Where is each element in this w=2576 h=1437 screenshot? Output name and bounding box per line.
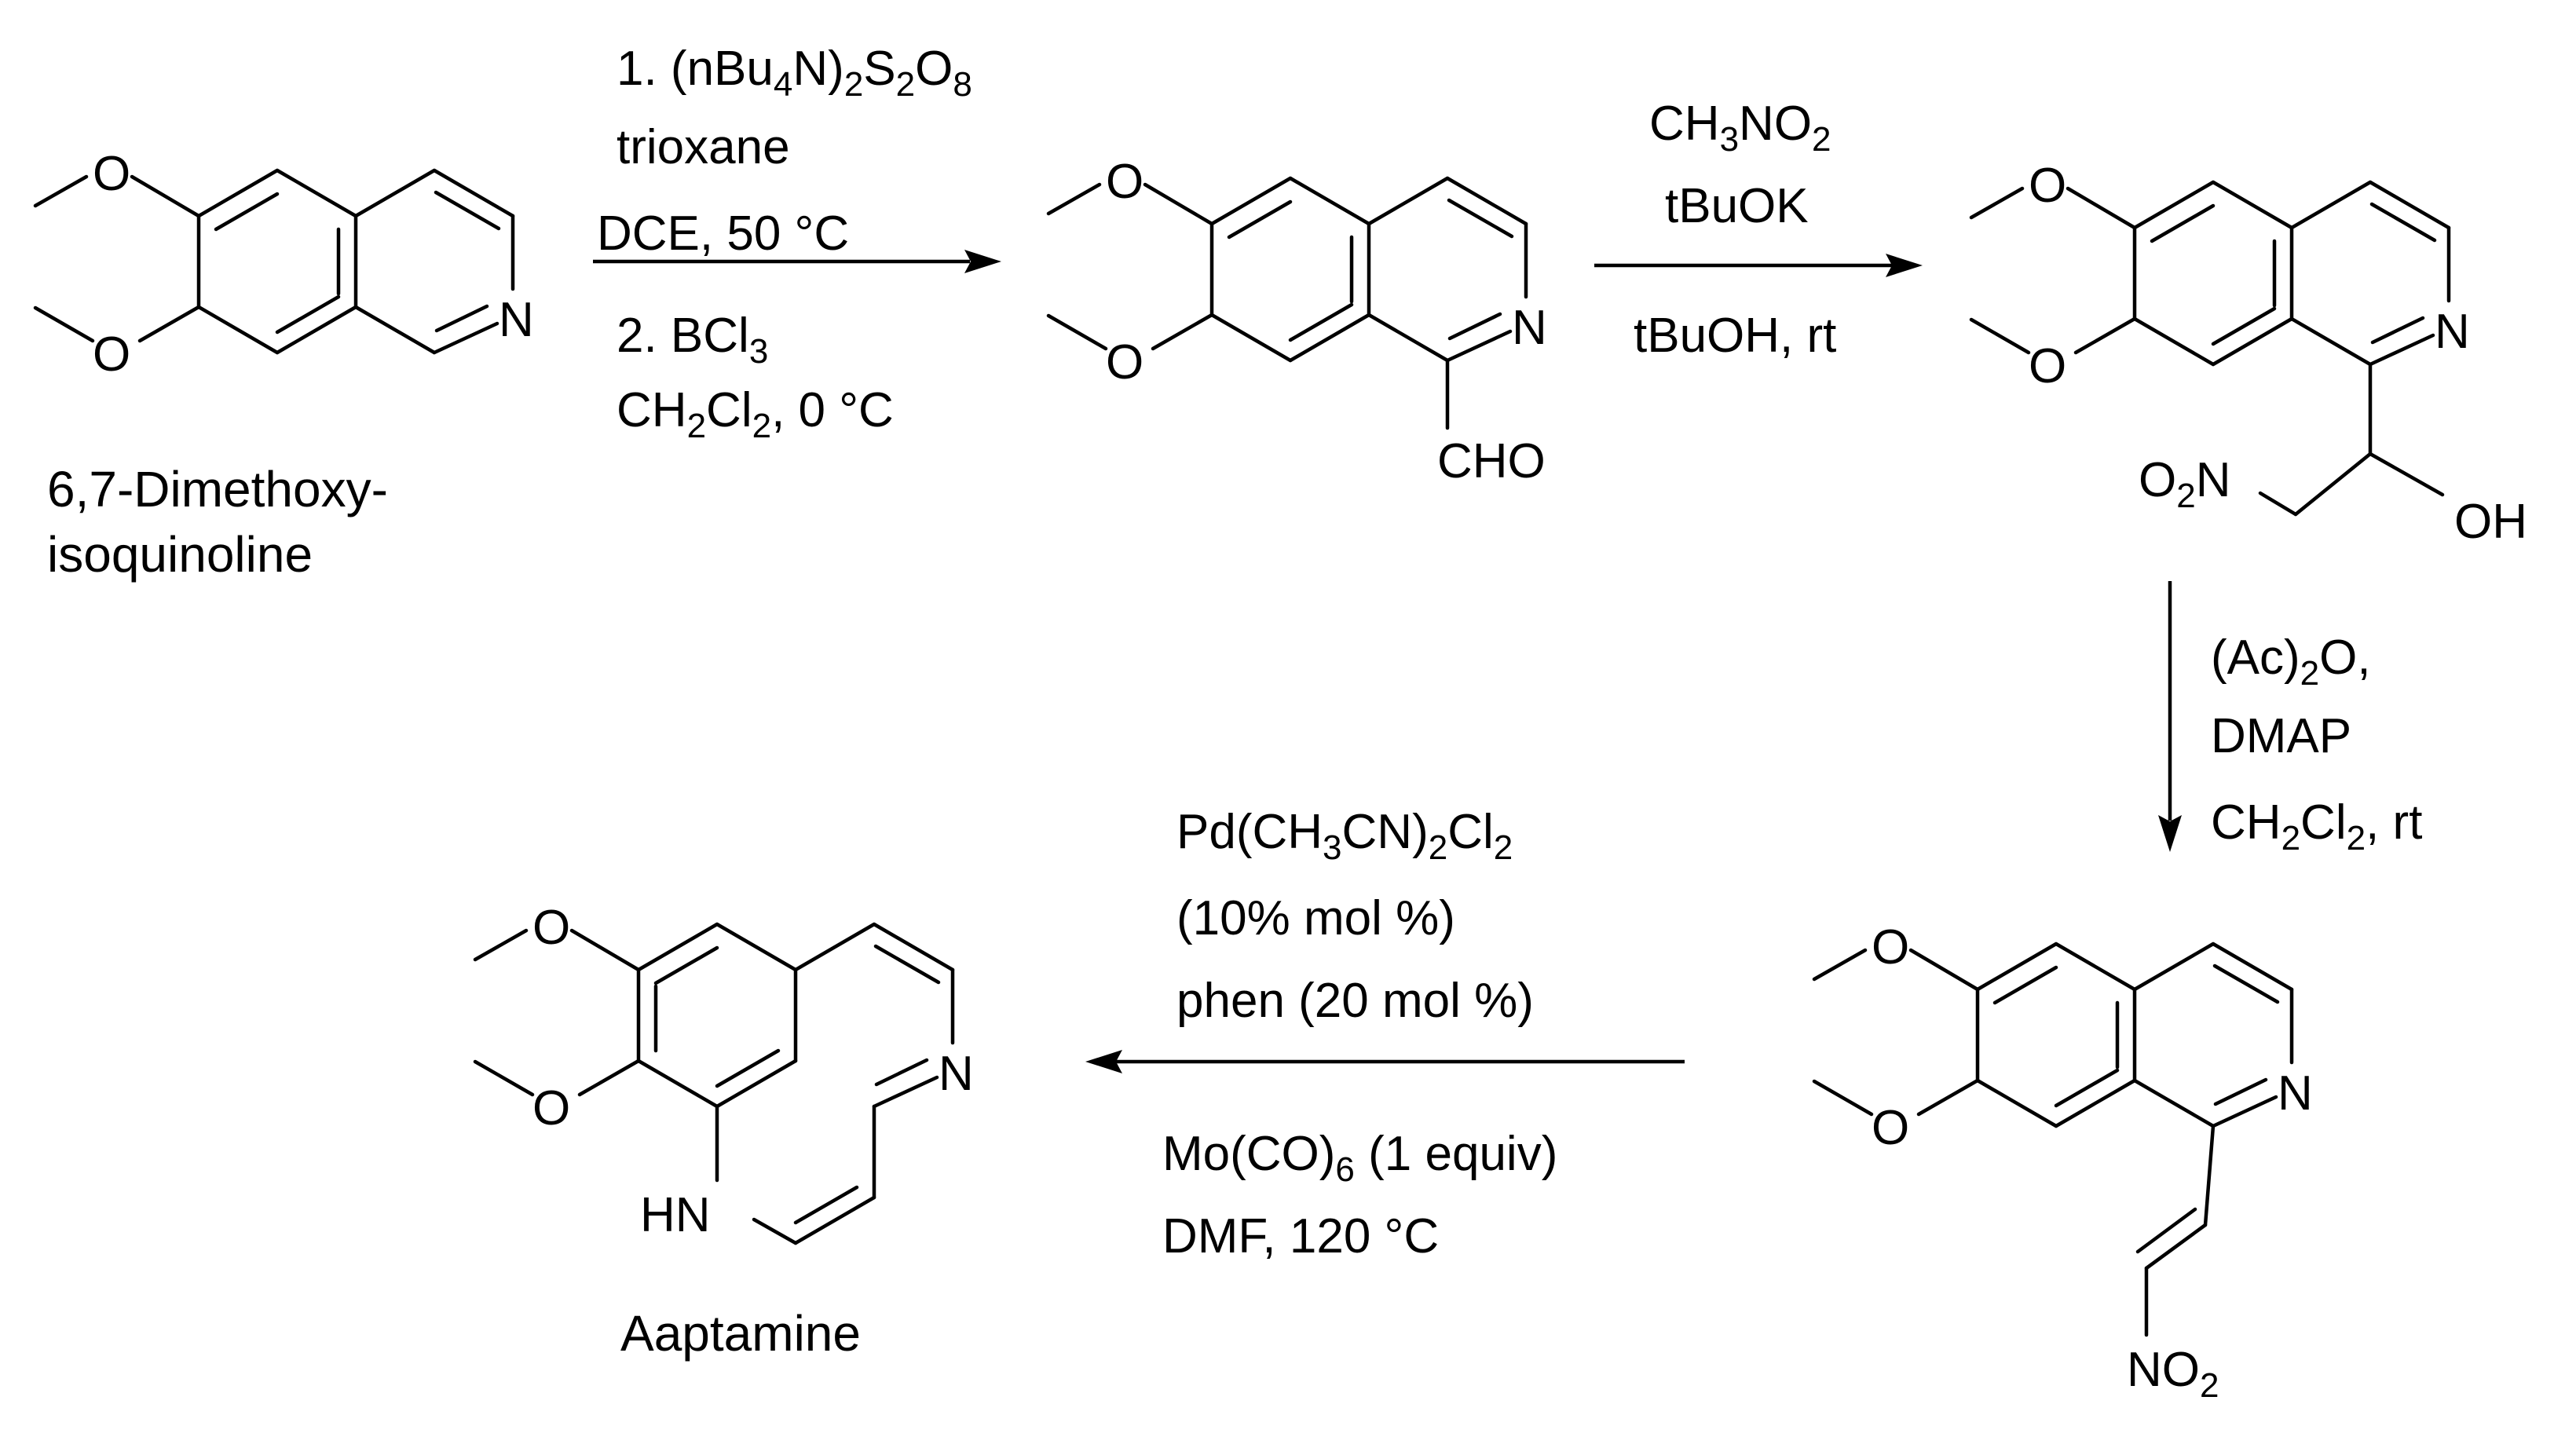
compound-nitrovinyl: O O N NO2 (1812, 920, 2313, 1405)
reagent-line: tBuOK (1665, 179, 1809, 233)
oxygen-label: O (93, 327, 130, 382)
reagent-line: (10% mol %) (1176, 891, 1455, 945)
oxygen-label: O (532, 1081, 570, 1135)
nitrogen-label: N (2435, 305, 2470, 359)
reagent-line: (Ac)2O, (2211, 631, 2371, 693)
reagent-line: 1. (nBu4N)2S2O8 (617, 42, 972, 104)
aldehyde-label: CHO (1437, 434, 1546, 488)
reagent-line: tBuOH, rt (1634, 309, 1836, 363)
oxygen-label: O (2029, 339, 2066, 393)
compound-nitroalcohol: O O N O2N OH (1969, 159, 2527, 549)
hydroxyl-label: OH (2454, 495, 2527, 549)
reagent-line: Mo(CO)6 (1 equiv) (1162, 1127, 1557, 1189)
compound-name: Aaptamine (620, 1305, 861, 1362)
reaction-arrow-4 (1085, 1050, 1685, 1073)
step4-conditions: Pd(CH3CN)2Cl2 (10% mol %) phen (20 mol %… (1162, 805, 1557, 1263)
oxygen-label: O (1106, 155, 1143, 209)
reagent-line: phen (20 mol %) (1176, 974, 1534, 1028)
oxygen-label: O (532, 901, 570, 955)
reaction-arrow-1 (593, 250, 1001, 273)
compound-name: 6,7-Dimethoxy- (47, 461, 388, 517)
reaction-arrow-2 (1594, 254, 1923, 277)
compound-aaptamine: O O N HN (473, 901, 974, 1245)
compound-name: isoquinoline (47, 526, 313, 583)
nitro-group-label: NO2 (2127, 1343, 2219, 1405)
step1-conditions: 1. (nBu4N)2S2O8 trioxane DCE, 50 °C 2. B… (597, 42, 972, 445)
step2-conditions: CH3NO2 tBuOK tBuOH, rt (1634, 97, 1836, 363)
nitro-group-label: O2N (2139, 453, 2231, 515)
reagent-line: CH2Cl2, 0 °C (617, 383, 894, 445)
compound-aldehyde: O O N CHO (1046, 155, 1547, 488)
oxygen-label: O (2029, 159, 2066, 213)
oxygen-label: O (1106, 335, 1143, 389)
compound-starting-material: O O N (33, 147, 534, 382)
oxygen-label: O (1872, 920, 1909, 974)
reagent-line: DMF, 120 °C (1162, 1209, 1439, 1263)
reagent-line: Pd(CH3CN)2Cl2 (1176, 805, 1513, 867)
oxygen-label: O (93, 147, 130, 201)
reagent-line: trioxane (617, 120, 790, 174)
reaction-arrow-3 (2158, 581, 2182, 852)
amine-label: HN (640, 1188, 711, 1242)
reagent-line: DMAP (2211, 709, 2351, 763)
reagent-line: CH2Cl2, rt (2211, 795, 2422, 857)
reagent-line: DCE, 50 °C (597, 207, 849, 261)
nitrogen-label: N (1512, 301, 1547, 355)
reagent-line: 2. BCl3 (617, 309, 768, 371)
nitrogen-label: N (499, 293, 534, 347)
reagent-line: CH3NO2 (1649, 97, 1831, 159)
oxygen-label: O (1872, 1101, 1909, 1155)
step3-conditions: (Ac)2O, DMAP CH2Cl2, rt (2211, 631, 2422, 857)
nitrogen-label: N (939, 1047, 974, 1101)
nitrogen-label: N (2278, 1066, 2313, 1121)
